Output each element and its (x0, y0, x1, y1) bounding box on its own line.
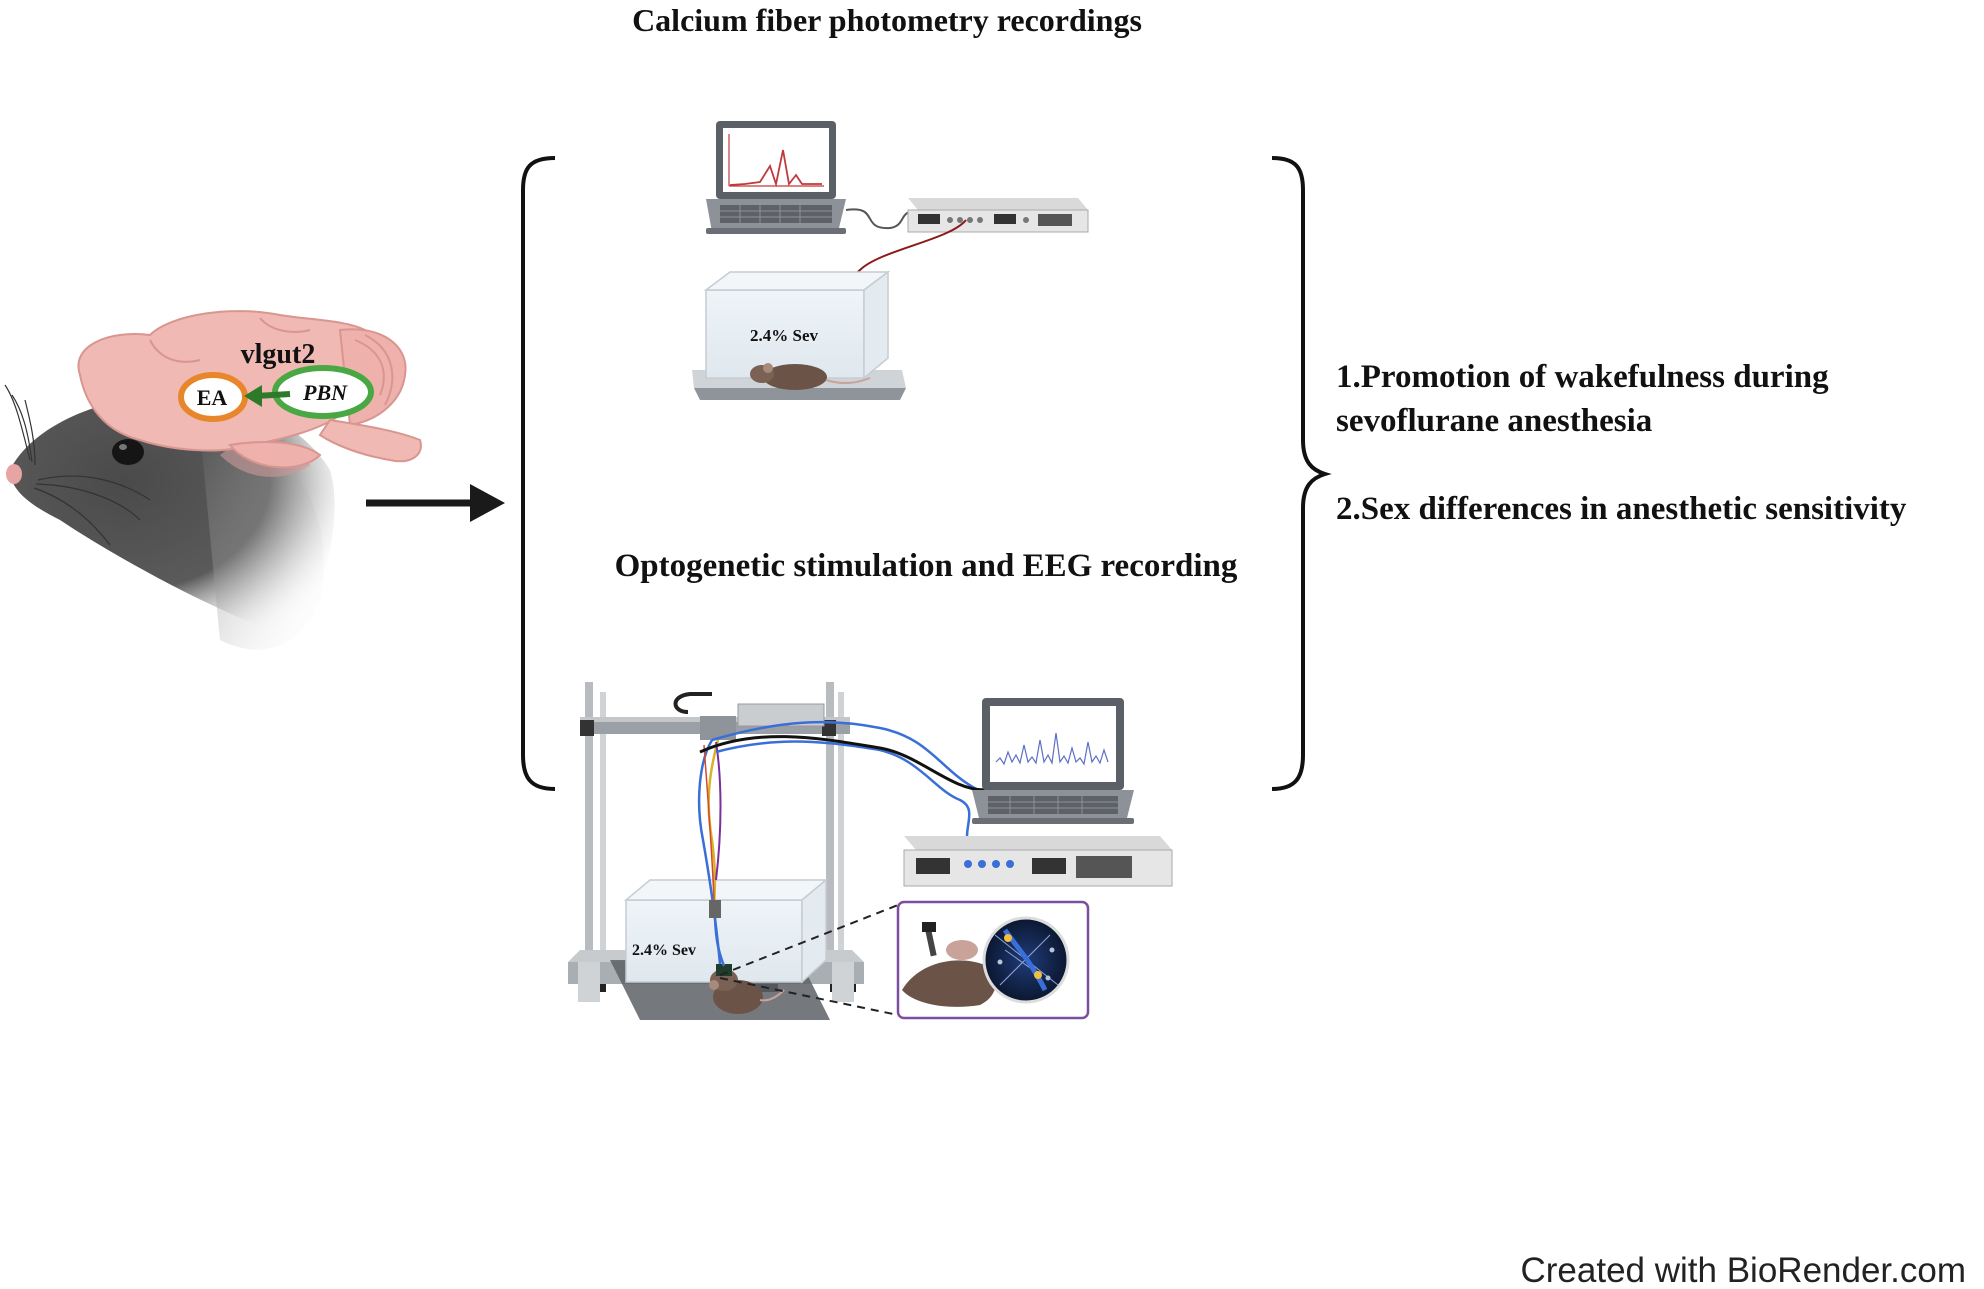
optogenetic-sevoflurane-label: 2.4% Sev (632, 942, 696, 959)
laptop-icon (706, 121, 846, 234)
photometry-title: Calcium fiber photometry recordings (632, 2, 1142, 38)
main-arrow (366, 484, 505, 522)
vlgut2-label: vlgut2 (241, 339, 316, 370)
photometry-sevoflurane-label: 2.4% Sev (750, 326, 819, 345)
implant-inset (896, 900, 1090, 1020)
photometry-trace (729, 149, 822, 188)
eeg-amplifier-icon (903, 836, 1173, 887)
ea-label: EA (197, 385, 228, 410)
optogenetic-title: Optogenetic stimulation and EEG recordin… (615, 548, 1238, 584)
optogenetic-setup: 2.4% Sev (568, 682, 1173, 1020)
arrow-right-icon (470, 484, 505, 522)
ea-region-ring (178, 372, 248, 422)
whiskers (4, 384, 151, 546)
right-brace (1271, 156, 1332, 791)
outcome-1-line-2: sevoflurane anesthesia (1336, 403, 1652, 439)
pbn-label: PBN (302, 380, 348, 405)
outcome-1-line-1: 1.Promotion of wakefulness during (1336, 359, 1829, 395)
outcome-2: 2.Sex differences in anesthetic sensitiv… (1336, 491, 1907, 527)
eeg-laptop-icon (972, 698, 1134, 824)
photometry-device-icon (907, 198, 1089, 233)
eeg-trace (995, 732, 1109, 766)
biorender-credit: Created with BioRender.com (1521, 1251, 1967, 1289)
eeg-cable-yellow (707, 739, 720, 906)
outcomes-list: 1.Promotion of wakefulness during sevofl… (1336, 359, 1907, 527)
nose-icon (6, 464, 22, 484)
eye-icon (112, 439, 144, 465)
eeg-cable-purple (715, 741, 722, 881)
photometry-chamber: 2.4% Sev (692, 270, 906, 400)
mouse-icon (750, 363, 871, 390)
photometry-setup: 2.4% Sev (692, 121, 1089, 400)
brain-illustration: EA PBN vlgut2 (77, 310, 422, 469)
projection-arrowhead (244, 385, 262, 407)
left-bracket (521, 156, 556, 791)
